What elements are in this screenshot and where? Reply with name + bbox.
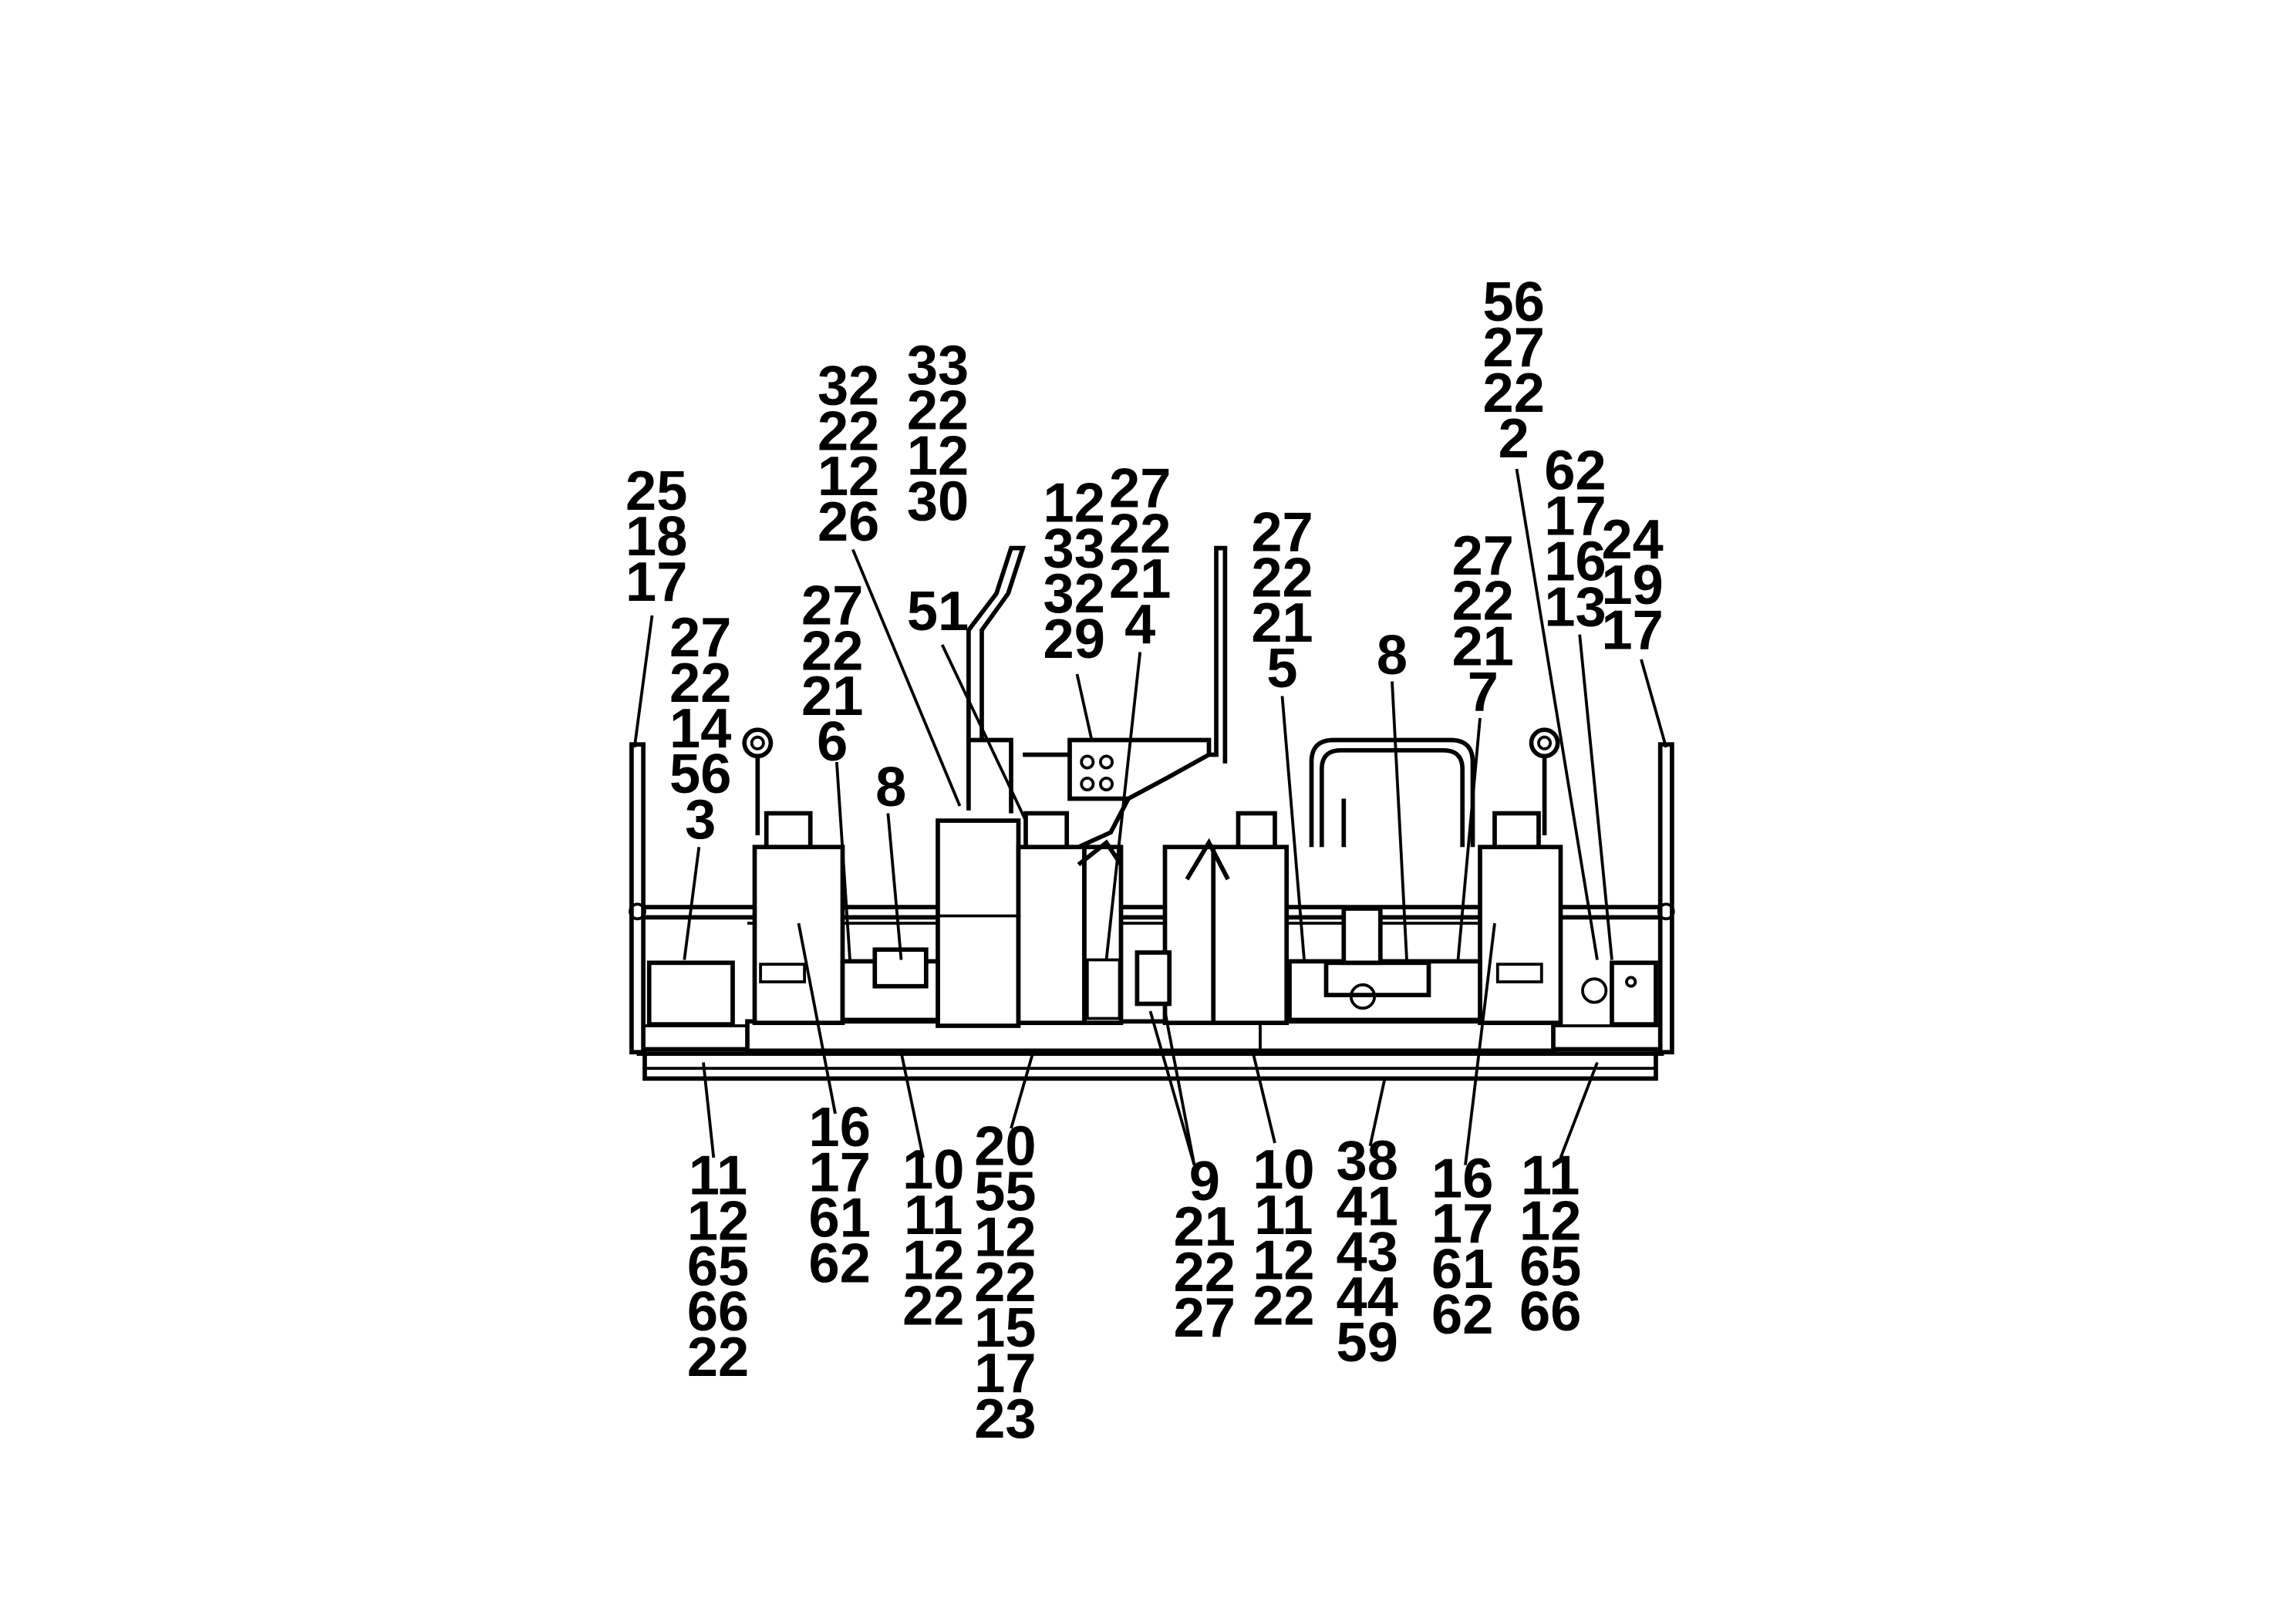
leader-lines bbox=[632, 468, 1668, 1166]
end-boxes bbox=[646, 960, 1658, 1027]
vibrator-motors bbox=[840, 906, 1482, 1023]
callout-8-right: 8 bbox=[1377, 625, 1408, 686]
callout-51: 51 bbox=[907, 581, 969, 642]
lifting-eyes bbox=[742, 727, 1560, 836]
control-box bbox=[1067, 737, 1230, 881]
end-posts bbox=[629, 742, 1675, 1055]
callout-8-left: 8 bbox=[875, 757, 906, 818]
center-housings bbox=[936, 811, 1216, 1028]
